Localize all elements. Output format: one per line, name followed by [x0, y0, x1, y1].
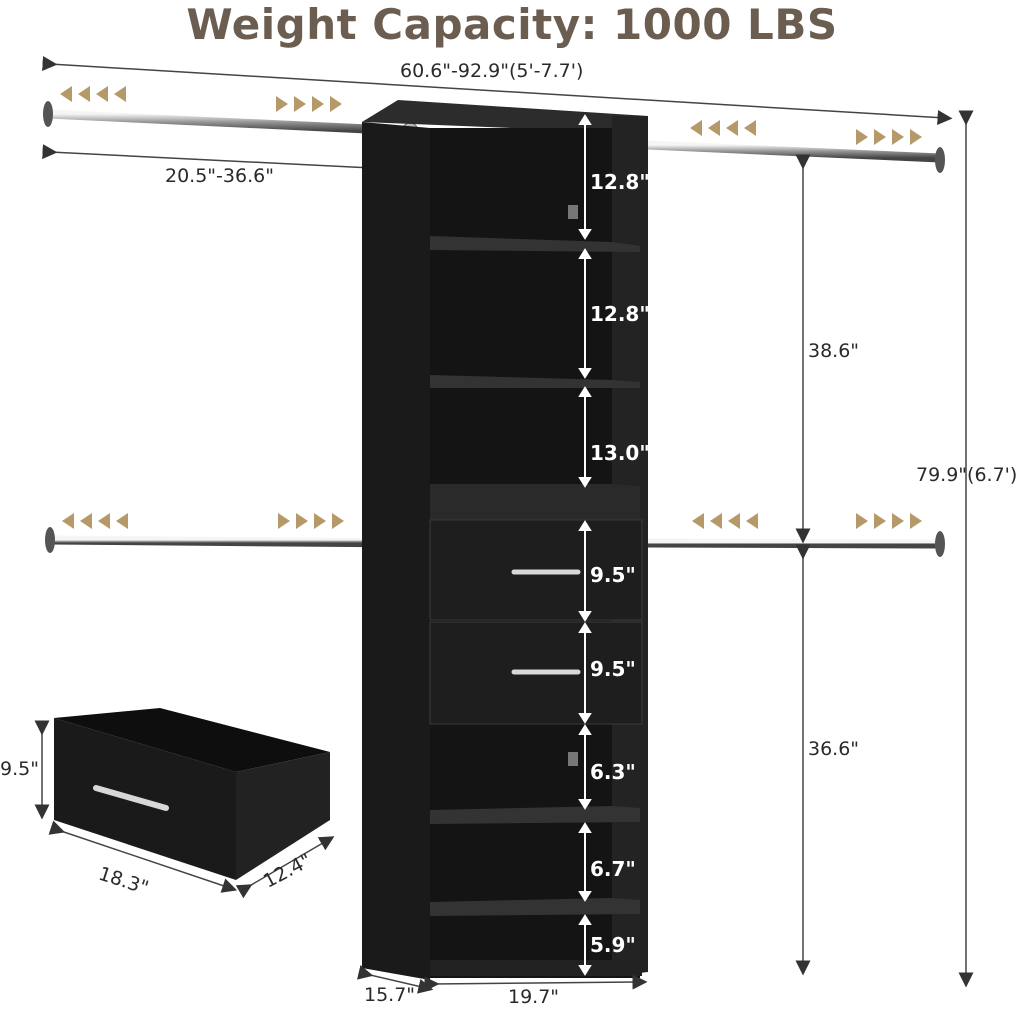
depth-label: 15.7"	[364, 984, 416, 1006]
shelf3-label: 13.0"	[590, 441, 650, 465]
drawer1-label: 9.5"	[590, 563, 636, 587]
total-height-label: 79.9"(6.7')	[916, 464, 1018, 486]
drawer-height-label: 9.5"	[0, 758, 39, 780]
tower-width-label: 19.7"	[508, 986, 560, 1008]
upper-left-rod	[43, 101, 419, 140]
lower-hang-label: 36.6"	[808, 738, 860, 760]
depth-line	[356, 964, 434, 994]
tower-width-line	[424, 974, 648, 992]
upper-right-rod	[643, 140, 945, 173]
shelf6-label: 5.9"	[590, 933, 636, 957]
shelf4-label: 6.3"	[590, 760, 636, 784]
page-title: Weight Capacity: 1000 LBS	[186, 0, 838, 49]
rod-width-line	[42, 144, 420, 178]
closet-tower	[362, 100, 648, 980]
lower-left-rod	[45, 527, 417, 553]
drawer2-label: 9.5"	[590, 657, 636, 681]
drawer-detail	[34, 708, 335, 899]
shelf1-label: 12.8"	[590, 170, 650, 194]
upper-hang-label: 38.6"	[808, 340, 860, 362]
total-width-line	[42, 56, 953, 126]
shelf2-label: 12.8"	[590, 302, 650, 326]
shelf5-label: 6.7"	[590, 857, 636, 881]
total-width-label: 60.6"-92.9"(5'-7.7')	[400, 60, 584, 82]
rod-width-label: 20.5"-36.6"	[165, 165, 274, 187]
lower-right-rod	[643, 531, 945, 557]
